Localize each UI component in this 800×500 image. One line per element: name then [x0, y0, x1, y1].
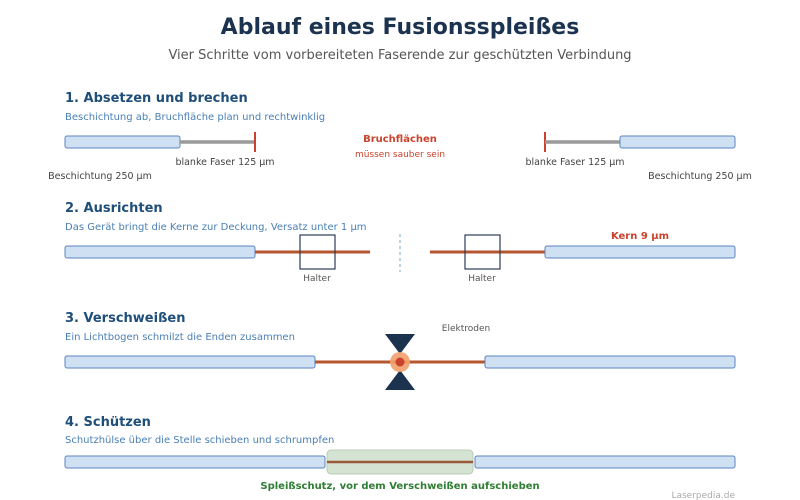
- label-bare-right: blanke Faser 125 µm: [525, 157, 624, 168]
- label-bare-left: blanke Faser 125 µm: [175, 157, 274, 168]
- page-subtitle: Vier Schritte vom vorbereiteten Faserend…: [168, 48, 631, 63]
- right-coating: [484, 355, 736, 369]
- left-holder: [299, 234, 336, 270]
- holder-label-left: Halter: [303, 274, 331, 284]
- step-1-description: Beschichtung ab, Bruchfläche plan und re…: [65, 112, 325, 123]
- label-coating-right: Beschichtung 250 µm: [648, 171, 752, 182]
- sleeve-label: Spleißschutz, vor dem Verschweißen aufsc…: [260, 481, 539, 492]
- cleave-note-text: müssen sauber sein: [355, 150, 445, 160]
- step-1-cleave: 1. Absetzen und brechen Beschichtung ab,…: [48, 91, 752, 182]
- step-3-fuse: 3. Verschweißen Ein Lichtbogen schmilzt …: [64, 311, 736, 390]
- step-2-heading: 2. Ausrichten: [65, 201, 163, 216]
- upper-electrode: [385, 334, 415, 354]
- arc-core: [395, 357, 405, 367]
- right-holder: [464, 234, 501, 270]
- cleave-note-title: Bruchflächen: [363, 134, 437, 145]
- left-coating: [64, 455, 326, 469]
- step-1-heading: 1. Absetzen und brechen: [65, 91, 248, 106]
- step-2-align: 2. Ausrichten Das Gerät bringt die Kerne…: [64, 201, 736, 284]
- label-coating-left: Beschichtung 250 µm: [48, 171, 152, 182]
- step-4-protect: 4. Schützen Schutzhülse über die Stelle …: [64, 415, 736, 492]
- step-4-description: Schutzhülse über die Stelle schieben und…: [65, 435, 334, 446]
- left-coating: [64, 135, 181, 149]
- right-coating: [544, 245, 736, 259]
- step-2-description: Das Gerät bringt die Kerne zur Deckung, …: [65, 222, 367, 233]
- left-coating: [64, 245, 256, 259]
- core-label: Kern 9 µm: [611, 231, 669, 242]
- lower-electrode: [385, 370, 415, 390]
- right-coating: [619, 135, 736, 149]
- right-coating: [474, 455, 736, 469]
- left-coating: [64, 355, 316, 369]
- page-title: Ablauf eines Fusionsspleißes: [221, 15, 580, 40]
- credit: Laserpedia.de: [671, 491, 735, 500]
- step-3-heading: 3. Verschweißen: [65, 311, 186, 326]
- holder-label-right: Halter: [468, 274, 496, 284]
- step-4-heading: 4. Schützen: [65, 415, 151, 430]
- step-3-description: Ein Lichtbogen schmilzt die Enden zusamm…: [65, 332, 295, 343]
- electrodes-label: Elektroden: [442, 324, 490, 334]
